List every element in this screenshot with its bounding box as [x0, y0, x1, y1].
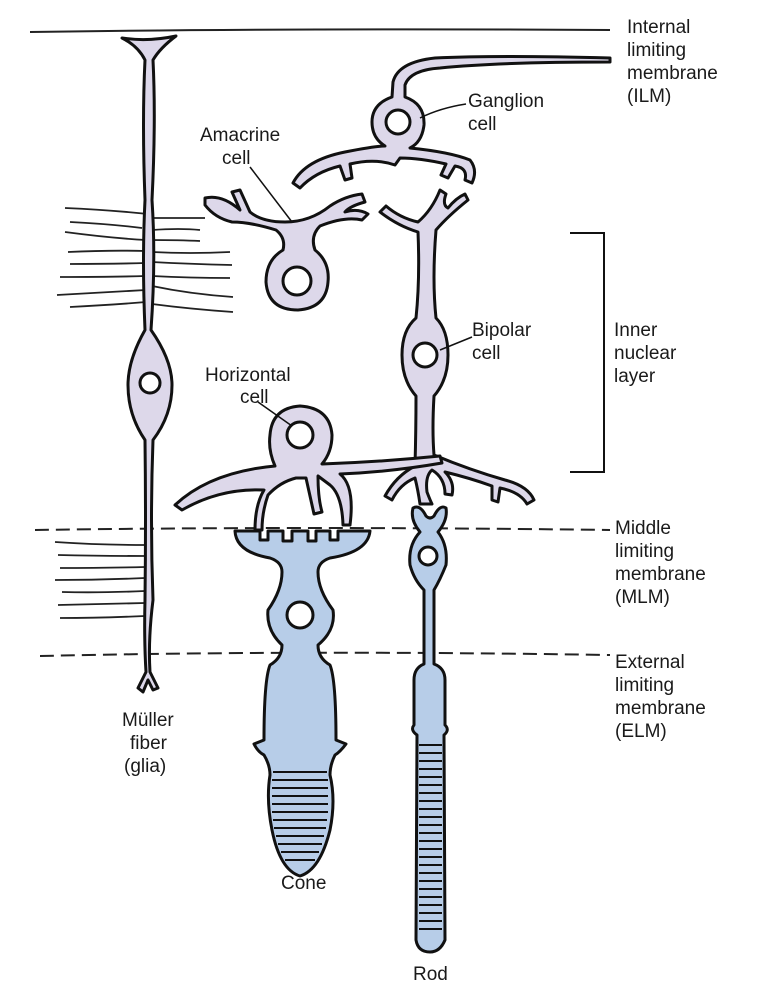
leader-lines: [249, 103, 473, 427]
svg-text:membrane: membrane: [615, 564, 706, 585]
svg-text:cell: cell: [472, 343, 501, 364]
svg-text:limiting: limiting: [615, 541, 674, 562]
svg-text:(MLM): (MLM): [615, 587, 670, 608]
muller-label: Müller fiber (glia): [122, 710, 174, 777]
inl-label: Inner nuclear layer: [614, 320, 677, 387]
svg-text:(glia): (glia): [124, 756, 166, 777]
rod-label: Rod: [413, 964, 448, 985]
svg-text:(ELM): (ELM): [615, 721, 667, 742]
mlm-label: Middle limiting membrane (MLM): [615, 518, 706, 608]
mlm-line: [34, 527, 611, 531]
svg-text:Müller: Müller: [122, 710, 174, 731]
svg-text:cell: cell: [222, 148, 251, 169]
muller-fiber: [120, 34, 178, 694]
svg-text:Internal: Internal: [627, 17, 690, 38]
svg-text:Inner: Inner: [614, 320, 658, 341]
cone-label: Cone: [281, 873, 326, 894]
svg-text:Amacrine: Amacrine: [200, 125, 280, 146]
svg-text:Middle: Middle: [615, 518, 671, 539]
cone-photoreceptor: [233, 529, 372, 878]
svg-text:Bipolar: Bipolar: [472, 320, 532, 341]
svg-text:Horizontal: Horizontal: [205, 365, 291, 386]
svg-text:(ILM): (ILM): [627, 86, 671, 107]
bipolar-label: Bipolar cell: [472, 320, 532, 364]
svg-text:fiber: fiber: [130, 733, 168, 754]
svg-text:limiting: limiting: [627, 40, 686, 61]
svg-text:membrane: membrane: [615, 698, 706, 719]
ilm-label: Internal limiting membrane (ILM): [627, 17, 718, 107]
svg-text:Ganglion: Ganglion: [468, 91, 544, 112]
svg-text:layer: layer: [614, 366, 656, 387]
bipolar-cell: [378, 188, 536, 506]
ganglion-cell: [291, 55, 612, 190]
svg-text:cell: cell: [240, 387, 269, 408]
amacrine-cell: [203, 188, 370, 312]
horizontal-label: Horizontal cell: [205, 365, 291, 408]
rod-photoreceptor: [408, 505, 449, 954]
inner-nuclear-layer-bracket: [570, 232, 605, 473]
ganglion-label: Ganglion cell: [468, 91, 544, 135]
svg-text:cell: cell: [468, 114, 497, 135]
elm-line: [39, 651, 611, 657]
muller-fiber-processes: [54, 207, 234, 619]
svg-text:nuclear: nuclear: [614, 343, 677, 364]
elm-label: External limiting membrane (ELM): [615, 652, 706, 742]
svg-text:membrane: membrane: [627, 63, 718, 84]
svg-text:External: External: [615, 652, 685, 673]
horizontal-cell: [173, 404, 444, 532]
amacrine-label: Amacrine cell: [200, 125, 280, 169]
svg-text:limiting: limiting: [615, 675, 674, 696]
ilm-line: [29, 28, 611, 33]
